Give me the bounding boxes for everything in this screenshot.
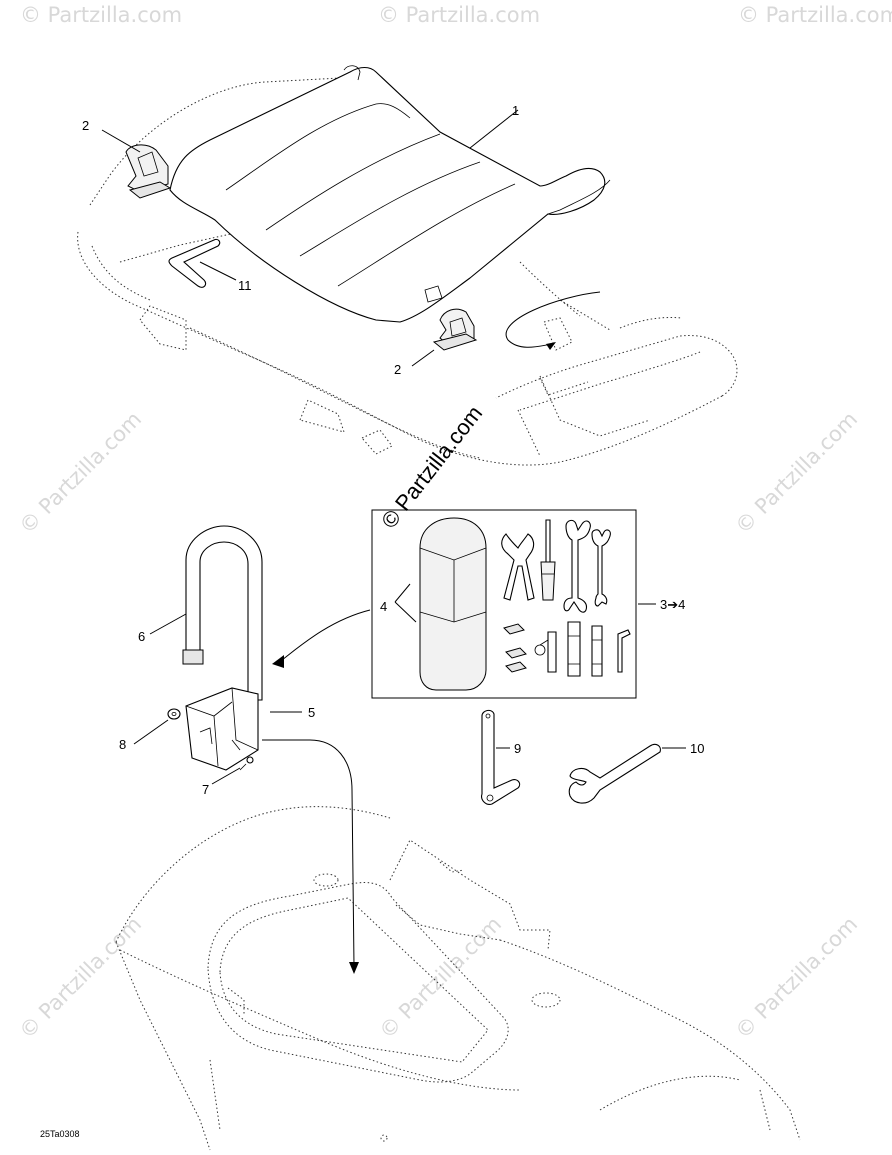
arrowheads (272, 342, 556, 974)
callout-11: 11 (238, 278, 252, 293)
spanner-10 (568, 743, 661, 804)
callout-2-upper: 2 (82, 118, 89, 133)
callouts: 1 2 2 11 4 3➔4 5 6 7 8 9 10 (82, 103, 704, 797)
watermark-text: © Partzilla.com (15, 912, 147, 1044)
watermark-text: © Partzilla.com (378, 3, 540, 27)
watermark-center: © Partzilla.com (376, 401, 487, 533)
callout-9: 9 (514, 741, 521, 756)
hex-key-11 (168, 238, 221, 288)
tool-bag (419, 517, 487, 691)
socket-wrench-icon (567, 621, 603, 677)
holder-box-5 (185, 687, 259, 771)
wrench-small-icon (591, 529, 611, 607)
fuses-icon (503, 623, 527, 673)
watermark-text: © Partzilla.com (738, 3, 892, 27)
callout-10: 10 (690, 741, 704, 756)
callout-4: 4 (380, 599, 387, 614)
callout-3-to-4: 3➔4 (660, 597, 685, 612)
diagram-code: 25Ta0308 (40, 1129, 80, 1139)
watermark-text: © Partzilla.com (731, 912, 863, 1044)
latch-upper (125, 144, 172, 199)
allen-key-icon (617, 629, 631, 673)
washer-8 (167, 708, 181, 720)
leader-lines (101, 109, 686, 967)
wrench-large-icon (563, 519, 591, 613)
screw-7 (239, 756, 254, 771)
callout-8: 8 (119, 737, 126, 752)
callout-1: 1 (512, 103, 519, 118)
watermark-text: © Partzilla.com (15, 407, 147, 539)
seat-cushion (169, 65, 611, 323)
watermark-text: © Partzilla.com (20, 3, 182, 27)
screwdriver-icon (540, 519, 556, 601)
watermark-text: © Partzilla.com (731, 407, 863, 539)
callout-7: 7 (202, 782, 209, 797)
strap-6 (182, 525, 263, 701)
vehicle-body (115, 806, 801, 1151)
tool-kit-border (371, 509, 637, 699)
spark-plug-icon (534, 631, 557, 673)
callout-2-lower: 2 (394, 362, 401, 377)
watermark-text: © Partzilla.com (375, 912, 507, 1044)
rack-frame (77, 77, 738, 466)
tool-kit-panel (371, 509, 637, 699)
latch-lower (432, 308, 478, 351)
callout-6: 6 (138, 629, 145, 644)
pliers-icon (501, 533, 535, 601)
callout-5: 5 (308, 705, 315, 720)
pivot-link-9 (481, 709, 521, 805)
